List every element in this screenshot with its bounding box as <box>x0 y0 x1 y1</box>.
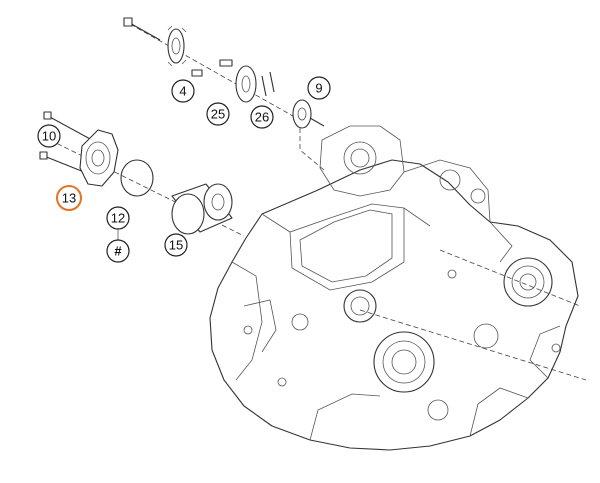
o-ring-12 <box>120 159 154 197</box>
callout-12-hash[interactable]: # <box>106 239 130 263</box>
svg-text:12: 12 <box>111 211 125 226</box>
svg-text:15: 15 <box>169 238 183 253</box>
callout-10[interactable]: 10 <box>37 124 61 148</box>
gear-wheel-4 <box>167 25 187 67</box>
callout-25[interactable]: 25 <box>206 102 230 126</box>
water-pump-impeller-9 <box>292 99 325 129</box>
svg-text:4: 4 <box>179 84 186 99</box>
bolts-10 <box>39 111 93 173</box>
bolt-top <box>123 17 161 41</box>
svg-text:#: # <box>114 244 122 259</box>
pin-small-a <box>219 59 233 67</box>
disc-25 <box>235 65 257 103</box>
svg-text:10: 10 <box>42 129 56 144</box>
svg-text:26: 26 <box>255 110 269 125</box>
engine-crankcase <box>209 125 579 451</box>
oil-filter-cover-13 <box>79 129 119 187</box>
pin-small-b <box>191 69 203 77</box>
svg-text:9: 9 <box>315 81 322 96</box>
callout-15[interactable]: 15 <box>164 233 188 257</box>
svg-text:13: 13 <box>62 191 76 206</box>
callout-4[interactable]: 4 <box>171 79 195 103</box>
oil-filter-15 <box>171 183 233 235</box>
callout-26[interactable]: 26 <box>250 105 274 129</box>
svg-text:25: 25 <box>211 107 225 122</box>
callout-13-highlighted[interactable]: 13 <box>56 185 82 211</box>
pin-26 <box>261 71 275 97</box>
callout-9[interactable]: 9 <box>307 76 331 100</box>
callout-12[interactable]: 12 <box>106 206 130 230</box>
